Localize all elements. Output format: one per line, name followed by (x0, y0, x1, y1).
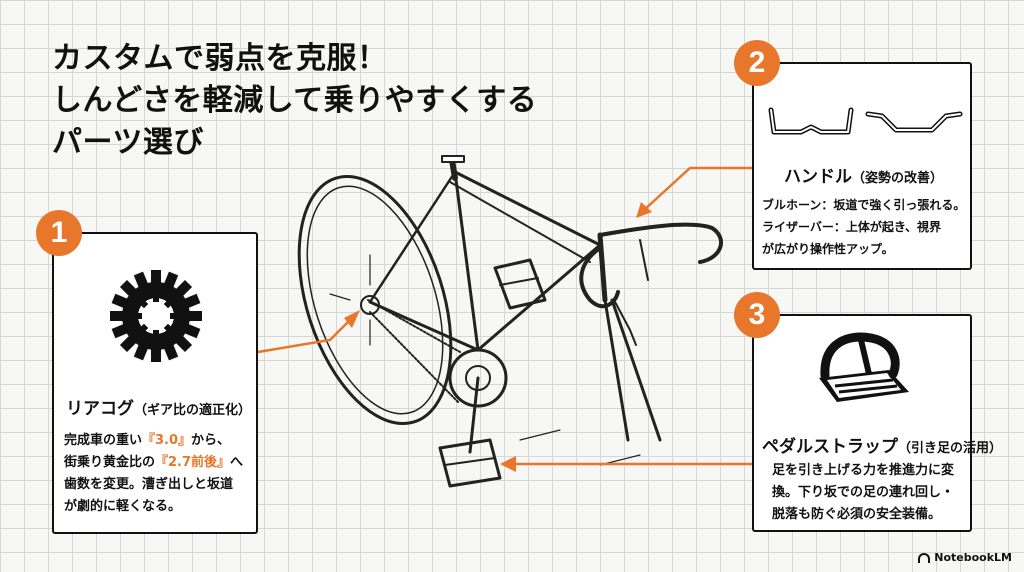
card-1-text: から、 (191, 433, 231, 448)
title-line-2: しんどさを軽減して乗りやすくする (52, 83, 538, 118)
bullhorn-bar-icon (768, 107, 854, 135)
card-2-title-sub: （姿勢の改善） (852, 171, 944, 186)
card-pedal-strap: ペダルストラップ（引き足の活用） 足を引き上げる力を推進力に変 換。下り坂での足… (752, 314, 1002, 532)
card-rear-cog: リアコグ（ギア比の適正化） 完成車の重い『3.0』から、 街乗り黄金比の『2.7… (52, 232, 258, 534)
pedal-lower (438, 438, 502, 488)
badge-2: 2 (734, 40, 780, 86)
card-1-title: リアコグ（ギア比の適正化） (66, 394, 251, 419)
card-3-text: 足を引き上げる力を推進力に変 (772, 463, 955, 478)
card-2-title-main: ハンドル (784, 167, 852, 187)
page-title: カスタムで弱点を克服！ しんどさを軽減して乗りやすくする パーツ選び (52, 38, 612, 164)
riser-bar-icon (865, 111, 963, 133)
drivetrain (360, 295, 508, 454)
pedal-upper (493, 258, 547, 310)
brand-name: NotebookLM (934, 551, 1012, 564)
card-1-title-sub: （ギア比の適正化） (134, 403, 252, 418)
card-handlebar: ハンドル（姿勢の改善） ブルホーン：坂道で強く引っ張れる。 ライザーバー：上体が… (752, 62, 972, 270)
card-1-text: 歯数を変更。漕ぎ出しと坂道 (64, 477, 234, 492)
gear-ratio-target: 『2.7前後』 (155, 455, 231, 470)
title-line-1: カスタムで弱点を克服！ (52, 41, 388, 76)
card-2-title: ハンドル（姿勢の改善） (784, 162, 943, 187)
card-1-body: 完成車の重い『3.0』から、 街乗り黄金比の『2.7前後』へ 歯数を変更。漕ぎ出… (64, 430, 243, 518)
card-2-text: ライザーバー：上体が起き、視界 (762, 220, 942, 234)
card-3-title: ペダルストラップ（引き足の活用） (762, 432, 1002, 457)
card-1-title-main: リアコグ (66, 399, 134, 419)
rear-wheel (297, 174, 453, 426)
sprocket-icon (110, 270, 202, 362)
notebooklm-logo-icon (918, 552, 931, 563)
card-2-body: ブルホーン：坂道で強く引っ張れる。 ライザーバー：上体が起き、視界 が広がり操作… (762, 194, 965, 260)
arrow-1 (257, 317, 353, 354)
card-3-title-sub: （引き足の活用） (898, 441, 1003, 456)
card-1-text: が劇的に軽くなる。 (64, 499, 182, 514)
card-3-text: 脱落も防ぐ必須の安全装備。 (772, 507, 942, 522)
card-1-text: 完成車の重い (64, 433, 143, 448)
badge-1: 1 (36, 210, 82, 256)
frame (368, 155, 662, 442)
badge-3: 3 (734, 292, 780, 338)
card-2-text: ブルホーン：坂道で強く引っ張れる。 (762, 198, 966, 212)
strap-pedal-icon (819, 332, 909, 402)
card-3-title-main: ペダルストラップ (762, 437, 898, 457)
card-1-text: 街乗り黄金比の (64, 455, 156, 470)
gear-ratio-current: 『3.0』 (142, 433, 192, 448)
arrow-2 (643, 166, 752, 211)
brand-watermark: NotebookLM (918, 551, 1012, 564)
card-3-text: 換。下り坂での足の連れ回し・ (772, 485, 955, 500)
title-line-3: パーツ選び (52, 125, 204, 160)
card-1-text: へ (230, 455, 244, 470)
handlebar (579, 222, 724, 346)
card-2-text: が広がり操作性アップ。 (762, 242, 894, 256)
card-3-body: 足を引き上げる力を推進力に変 換。下り坂での足の連れ回し・ 脱落も防ぐ必須の安全… (772, 460, 954, 526)
